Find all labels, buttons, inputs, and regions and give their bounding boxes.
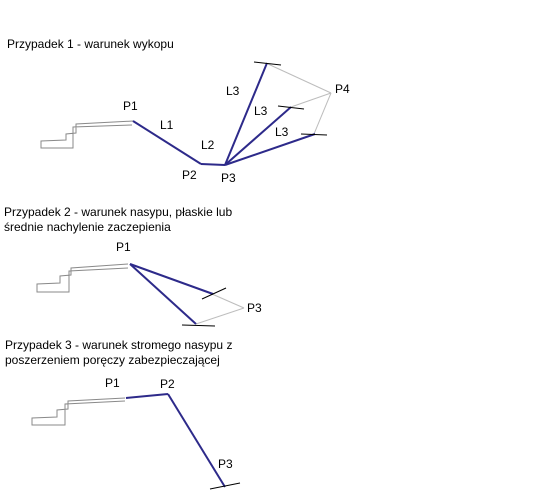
case1-line-L3-lower <box>224 133 316 166</box>
case1-label-P1: P1 <box>123 99 138 113</box>
case2-tick-upper <box>201 287 227 300</box>
case1-label-P4: P4 <box>335 82 350 96</box>
case3-tick-end <box>209 482 241 490</box>
case3-title-line1: Przypadek 3 - warunek stromego nasypu z <box>5 338 232 352</box>
case1-tick-middle <box>277 105 305 110</box>
case1-line-L1 <box>132 120 202 165</box>
case2-label-P1: P1 <box>116 240 131 254</box>
case1-helper-line-top <box>267 63 332 94</box>
case1-line-L3-middle <box>224 106 292 166</box>
case1-title: Przypadek 1 - warunek wykopu <box>7 37 174 51</box>
case2-line-upper <box>129 263 214 295</box>
case2-group: Przypadek 2 - warunek nasypu, płaskie lu… <box>4 205 262 327</box>
case3-road-outline <box>31 397 126 426</box>
case2-title-line2: średnie nachylenie zaczepienia <box>4 220 171 234</box>
case2-label-P3: P3 <box>247 301 262 315</box>
case1-line-L2 <box>200 163 226 166</box>
case1-label-L3-upper: L3 <box>226 84 240 98</box>
case1-helper-line-bottom <box>313 92 332 135</box>
case3-title-line2: poszerzeniem poręczy zabezpieczającej <box>5 353 220 367</box>
case1-road-outline <box>40 120 134 149</box>
case1-label-P3: P3 <box>221 171 236 185</box>
case1-label-P2: P2 <box>182 168 197 182</box>
case3-group: Przypadek 3 - warunek stromego nasypu z … <box>5 338 241 490</box>
case1-label-L3-middle: L3 <box>254 104 268 118</box>
case3-line-P2-P3 <box>167 393 226 488</box>
case1-line-L3-upper <box>224 62 268 166</box>
case2-tick-lower <box>181 324 216 327</box>
case3-label-P1: P1 <box>105 376 120 390</box>
case3-line-P1-P2 <box>125 393 169 399</box>
case1-label-L1: L1 <box>160 118 174 132</box>
case1-helper-line-mid <box>290 92 332 108</box>
case2-helper-line-bottom <box>195 307 245 325</box>
case1-tick-upper <box>253 61 282 66</box>
case3-label-P3: P3 <box>218 457 233 471</box>
case1-label-L3-lower: L3 <box>275 125 289 139</box>
case1-tick-lower <box>300 133 328 136</box>
case2-title-line1: Przypadek 2 - warunek nasypu, płaskie lu… <box>4 205 232 219</box>
case2-line-lower <box>129 263 197 325</box>
case3-label-P2: P2 <box>160 377 175 391</box>
case2-road-outline <box>36 263 129 293</box>
case2-helper-line-top <box>211 293 245 309</box>
case1-group: Przypadek 1 - warunek wykopu P1 L1 L2 P2… <box>7 37 350 185</box>
case1-label-L2: L2 <box>201 138 215 152</box>
